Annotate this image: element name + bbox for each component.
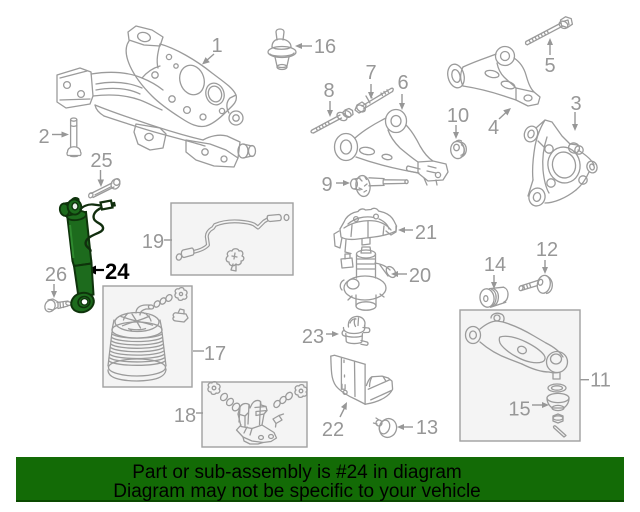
- svg-text:10: 10: [447, 105, 469, 127]
- svg-text:20: 20: [409, 265, 431, 287]
- svg-text:8: 8: [323, 80, 334, 102]
- svg-text:4: 4: [488, 117, 499, 139]
- svg-text:19: 19: [142, 231, 164, 253]
- svg-text:16: 16: [314, 36, 336, 58]
- svg-text:22: 22: [322, 419, 344, 441]
- svg-text:18: 18: [174, 405, 196, 427]
- svg-text:1: 1: [211, 35, 222, 57]
- svg-text:17: 17: [204, 343, 226, 365]
- svg-text:15: 15: [508, 399, 530, 421]
- svg-text:21: 21: [415, 222, 437, 244]
- svg-text:24: 24: [105, 259, 130, 284]
- svg-text:11: 11: [590, 370, 611, 392]
- svg-text:23: 23: [302, 326, 324, 348]
- svg-text:6: 6: [397, 72, 408, 94]
- svg-text:7: 7: [365, 62, 376, 84]
- svg-text:25: 25: [90, 150, 112, 172]
- svg-text:13: 13: [416, 417, 438, 439]
- svg-text:2: 2: [38, 126, 49, 148]
- svg-text:3: 3: [570, 93, 581, 115]
- svg-text:5: 5: [544, 55, 555, 77]
- svg-text:12: 12: [536, 239, 558, 261]
- svg-text:14: 14: [484, 254, 506, 276]
- svg-text:26: 26: [45, 264, 67, 286]
- svg-text:9: 9: [321, 174, 332, 196]
